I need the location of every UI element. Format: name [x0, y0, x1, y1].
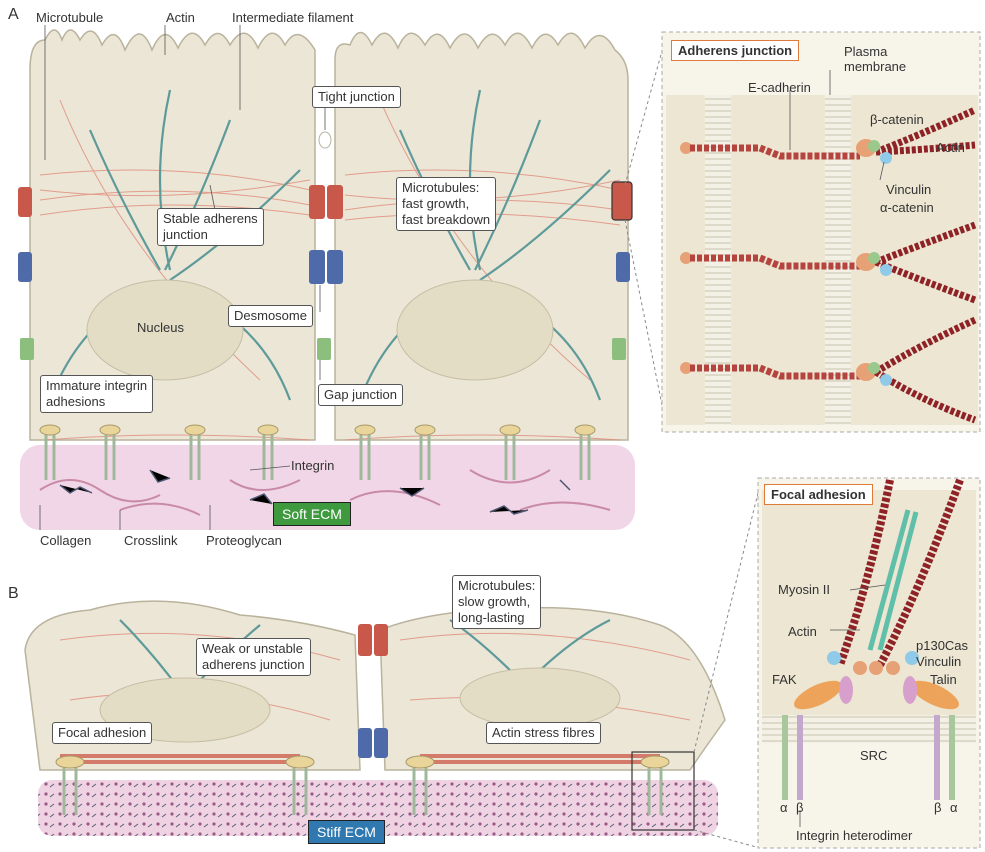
label-alpha-catenin: α-catenin	[880, 200, 934, 215]
label-inset-actin: Actin	[936, 140, 965, 155]
label-e-cadherin: E-cadherin	[748, 80, 811, 95]
label-alpha-subunit-left: α	[780, 800, 788, 815]
panel-letter-b: B	[8, 585, 19, 603]
label-microtubules-fast: Microtubules: fast growth, fast breakdow…	[396, 177, 496, 231]
focal-inset-title: Focal adhesion	[764, 484, 873, 505]
label-focal-vinculin: Vinculin	[916, 654, 961, 669]
label-crosslink: Crosslink	[124, 533, 177, 548]
label-beta-subunit-right: β	[934, 800, 941, 815]
label-tight-junction: Tight junction	[312, 86, 401, 108]
label-vinculin: Vinculin	[886, 182, 931, 197]
label-p130cas: p130Cas	[916, 638, 968, 653]
label-beta-catenin: β-catenin	[870, 112, 924, 127]
label-microtubules-slow: Microtubules: slow growth, long-lasting	[452, 575, 541, 629]
nucleus-a-right	[397, 280, 553, 380]
label-microtubule: Microtubule	[36, 10, 103, 25]
label-focal-actin: Actin	[788, 624, 817, 639]
label-actin: Actin	[166, 10, 195, 25]
label-nucleus: Nucleus	[137, 320, 184, 335]
desmosome-b	[358, 728, 388, 758]
soft-ecm-badge: Soft ECM	[273, 502, 351, 526]
label-src: SRC	[860, 748, 887, 763]
panel-letter-a: A	[8, 6, 19, 24]
adherens-inset-title: Adherens junction	[671, 40, 799, 61]
label-desmosome: Desmosome	[228, 305, 313, 327]
label-plasma-membrane: Plasma membrane	[844, 44, 906, 74]
weak-adherens-b	[358, 624, 388, 656]
tight-junction-gap	[319, 132, 331, 148]
label-beta-subunit-left: β	[796, 800, 803, 815]
label-intermediate-filament: Intermediate filament	[232, 10, 353, 25]
label-alpha-subunit-right: α	[950, 800, 958, 815]
label-integrin: Integrin	[291, 458, 334, 473]
label-collagen: Collagen	[40, 533, 91, 548]
label-weak-adherens: Weak or unstable adherens junction	[196, 638, 311, 676]
focal-membrane	[762, 715, 976, 743]
label-fak: FAK	[772, 672, 797, 687]
label-immature-integrin: Immature integrin adhesions	[40, 375, 153, 413]
label-actin-stress-fibres: Actin stress fibres	[486, 722, 601, 744]
label-stable-adherens-junction: Stable adherens junction	[157, 208, 264, 246]
nucleus-b-right	[460, 668, 620, 728]
label-gap-junction: Gap junction	[318, 384, 403, 406]
label-talin: Talin	[930, 672, 957, 687]
label-focal-adhesion: Focal adhesion	[52, 722, 152, 744]
stiff-ecm-badge: Stiff ECM	[308, 820, 385, 844]
label-myosin-ii: Myosin II	[778, 582, 830, 597]
label-integrin-heterodimer: Integrin heterodimer	[796, 828, 912, 843]
label-proteoglycan: Proteoglycan	[206, 533, 282, 548]
